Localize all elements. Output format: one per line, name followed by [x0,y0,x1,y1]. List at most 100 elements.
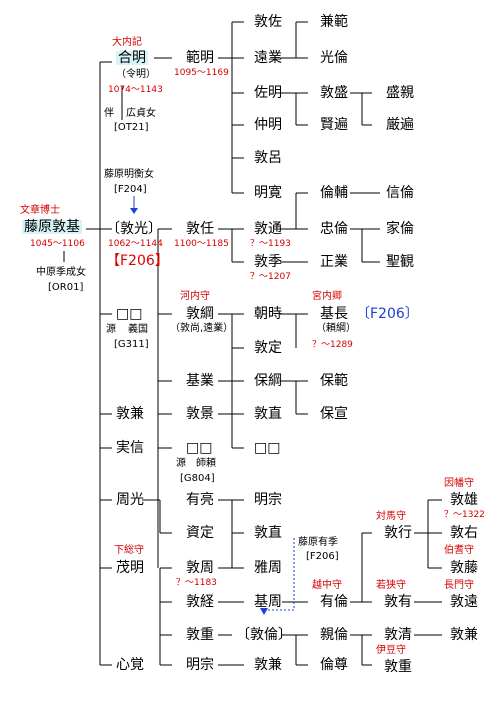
atsuro-node[interactable]: 敦呂 [254,150,282,166]
atsuo-dates: ？〜1322 [444,510,485,520]
atsutsune-node[interactable]: 敦経 [186,594,214,610]
atsufuji-title: 伯耆守 [444,545,474,556]
shukou-node[interactable]: 周光 [116,492,144,508]
moritika-node[interactable]: 盛親 [386,85,414,101]
atsuyuki-title: 対馬守 [376,511,406,522]
yasunobu-node[interactable]: 保宣 [320,406,348,422]
nobunori-node[interactable]: 信倫 [386,185,414,201]
yasunori-node[interactable]: 保範 [320,373,348,389]
arinori-node[interactable]: 有倫 [320,594,348,610]
atsukage-node[interactable]: 敦景 [186,406,214,422]
seikan-node[interactable]: 聖観 [386,254,414,270]
atsutsuna-title: 河内守 [180,291,210,302]
atsushige2-node[interactable]: 敦重 [384,659,412,675]
atsuo-node[interactable]: 敦雄 [450,492,478,508]
atsuu-node[interactable]: 敦右 [450,525,478,541]
motonaga-alt: （頼綱） [316,323,356,334]
blank1-b: 義国 [128,324,148,335]
blank3-node[interactable]: □□ [254,440,281,456]
sanenobu-node[interactable]: 実信 [116,440,144,456]
atsumitsu-dates: 1062〜1144 [108,239,163,249]
ariake-mother-ref: [OT21] [114,122,149,133]
atsukane2-node[interactable]: 敦兼 [254,657,282,673]
tomotoki-node[interactable]: 朝時 [254,306,282,322]
atsuyuki-node[interactable]: 敦行 [384,525,412,541]
genhen-node[interactable]: 厳遍 [386,117,414,133]
ariake-dates: 1074〜1143 [108,85,163,95]
atsufuji-node[interactable]: 敦藤 [450,560,478,576]
atsumichi-node[interactable]: 敦通 [254,221,282,237]
atsutou-dates: 1100〜1185 [174,239,229,249]
atsumitsu-mother: 藤原明衡女 [104,169,154,180]
atsutsuna-node[interactable]: 敦綱 [186,306,214,322]
toonari-node[interactable]: 遠業 [254,50,282,66]
atsuari-node[interactable]: 敦有 [384,594,412,610]
kenhen-node[interactable]: 賢遍 [320,117,348,133]
noriaki-dates: 1095〜1169 [174,68,229,78]
atsusue-dates: ？〜1207 [250,272,291,282]
tadanori-node[interactable]: 忠倫 [320,221,348,237]
ariake-node[interactable]: 合明 [116,50,148,66]
atsunao-node[interactable]: 敦直 [254,406,282,422]
atsukiyo-node[interactable]: 敦清 [384,627,412,643]
atsumitsu-ref[interactable]: 【F206】 [106,253,169,269]
motonaga-ref[interactable]: 〔F206〕 [356,306,419,322]
atsumitsu-mother-ref: [F204] [114,184,147,195]
blank1-node[interactable]: □□ [116,306,143,322]
blank2-ref: [G804] [180,473,215,484]
noritaka-node[interactable]: 倫尊 [320,657,348,673]
atsuari-title: 若狭守 [376,580,406,591]
atsutsuna-alt: （敦尚,遠業） [170,323,234,334]
sukesada-node[interactable]: 資定 [186,525,214,541]
motonaga-dates: ？〜1289 [312,340,353,350]
arisue-note: 藤原有季 [298,537,338,548]
atsunao2-node[interactable]: 敦直 [254,525,282,541]
motonaga-node[interactable]: 基長 [320,306,348,322]
shinkaku-node[interactable]: 心覚 [116,657,144,673]
atsukane3-node[interactable]: 敦兼 [450,627,478,643]
blank2-node[interactable]: □□ [186,440,213,456]
ariake-title: 大内記 [112,37,142,48]
atsuchika-dates: ？〜1183 [176,578,217,588]
meikan-node[interactable]: 明寛 [254,185,282,201]
mitsunori-node[interactable]: 光倫 [320,50,348,66]
atsusada-node[interactable]: 敦定 [254,340,282,356]
norisuke-node[interactable]: 倫輔 [320,185,348,201]
atsukane-node[interactable]: 敦兼 [116,406,144,422]
atsunori-node[interactable]: 〔敦倫〕 [236,627,292,643]
atsumoto-title: 文章博士 [20,205,60,216]
atsusue-node[interactable]: 敦季 [254,254,282,270]
atsutoo-node[interactable]: 敦遠 [450,594,478,610]
yasutsuna-node[interactable]: 保綱 [254,373,282,389]
atsumoto-wife: 中原季成女 [36,267,86,278]
noriaki-node[interactable]: 範明 [186,50,214,66]
sukeaki-node[interactable]: 佐明 [254,85,282,101]
atsushige-node[interactable]: 敦重 [186,627,214,643]
ienori-node[interactable]: 家倫 [386,221,414,237]
masanari-node[interactable]: 正業 [320,254,348,270]
atsumoto-dates: 1045〜1106 [30,239,85,249]
shigeaki-title: 下総守 [114,545,144,556]
atsumitsu-node[interactable]: 〔敦光〕 [106,221,162,237]
blank1-ref: [G311] [114,339,149,350]
atsuchika-node[interactable]: 敦周 [186,560,214,576]
motonari-node[interactable]: 基業 [186,373,214,389]
atsutou-node[interactable]: 敦任 [186,221,214,237]
arisuke-node[interactable]: 有亮 [186,492,214,508]
nakaaki-node[interactable]: 仲明 [254,117,282,133]
motonaga-title: 宮内卿 [312,291,342,302]
atsumoto-node[interactable]: 藤原敦基 [22,219,82,235]
atsutoo-title: 長門守 [444,580,474,591]
kanenori-node[interactable]: 兼範 [320,14,348,30]
blank1-a: 源 [106,324,116,335]
atsumori-node[interactable]: 敦盛 [320,85,348,101]
masaaki-node[interactable]: 雅周 [254,560,282,576]
akimune-node[interactable]: 明宗 [186,657,214,673]
shinnori-node[interactable]: 親倫 [320,627,348,643]
shigeaki-node[interactable]: 茂明 [116,560,144,576]
motochika-node[interactable]: 基周 [254,594,282,610]
akimune2-node[interactable]: 明宗 [254,492,282,508]
atsusuke-node[interactable]: 敦佐 [254,14,282,30]
blank2-a: 源 [176,458,186,469]
